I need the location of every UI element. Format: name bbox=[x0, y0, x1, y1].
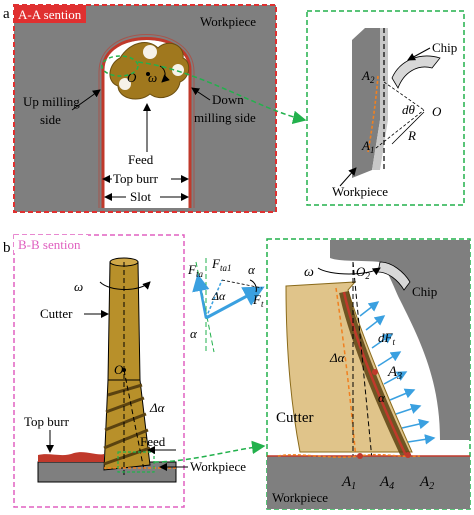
inset-b-workpiece-label: Workpiece bbox=[272, 490, 328, 505]
up-milling-label-2: side bbox=[40, 112, 61, 127]
force-fta1-label: Fta1 bbox=[211, 256, 231, 273]
inset-a-r-label: R bbox=[407, 128, 416, 143]
force-fta-label: Fta bbox=[187, 262, 203, 279]
panel-b-section bbox=[13, 234, 185, 508]
inset-a-workpiece-label: Workpiece bbox=[332, 184, 388, 199]
top-burr-label-b: Top burr bbox=[24, 414, 70, 429]
down-milling-label: Down bbox=[212, 92, 244, 107]
feed-label-a: Feed bbox=[128, 152, 154, 167]
inset-a-chip-label: Chip bbox=[432, 40, 457, 55]
down-milling-label-2: milling side bbox=[194, 110, 256, 125]
inset-a-dtheta-label: dθ bbox=[402, 102, 416, 117]
panel-b-letter: b bbox=[3, 240, 11, 256]
omega-label-b: ω bbox=[74, 279, 83, 294]
inset-a-o-label: O bbox=[432, 104, 442, 119]
panel-a-section bbox=[13, 4, 277, 213]
panel-a-letter: a bbox=[3, 6, 10, 22]
inset-b-dft-label: dFt bbox=[378, 330, 395, 347]
force-alpha-label: α bbox=[248, 262, 256, 277]
center-o-label: O bbox=[127, 70, 137, 85]
section-b-title: B-B sention bbox=[18, 237, 81, 252]
delta-alpha-label-b: Δα bbox=[149, 400, 166, 415]
omega-label-a: ω bbox=[148, 70, 157, 85]
inset-b-cutter-label: Cutter bbox=[276, 410, 314, 426]
inset-a bbox=[306, 10, 465, 206]
inset-b-chip-label: Chip bbox=[412, 284, 437, 299]
inset-b-o2-label: O2 bbox=[356, 264, 370, 281]
force-ft-label: Ft bbox=[252, 292, 264, 309]
force-delta-alpha-label: Δα bbox=[211, 289, 226, 303]
workpiece-label-b: Workpiece bbox=[190, 459, 246, 474]
zoom-link-b bbox=[153, 440, 266, 463]
force-diagram bbox=[192, 258, 265, 353]
cutter-label-b: Cutter bbox=[40, 306, 73, 321]
inset-b-a2-label: A2 bbox=[419, 474, 434, 492]
section-b-title-bg bbox=[14, 235, 88, 253]
inset-b-a1-label: A1 bbox=[341, 474, 356, 492]
top-burr-label-a: Top burr bbox=[113, 171, 159, 186]
inset-a-a2-label: A2 bbox=[361, 68, 375, 85]
cutter-flutes bbox=[103, 379, 151, 471]
workpiece-label-a: Workpiece bbox=[200, 14, 256, 29]
force-alpha2-label: α bbox=[190, 326, 198, 341]
inset-b-delta-alpha-label: Δα bbox=[329, 350, 346, 365]
inset-b-omega-label: ω bbox=[304, 265, 314, 280]
inset-b bbox=[266, 238, 471, 510]
o-label-b: O bbox=[114, 362, 124, 377]
section-a-title: A-A sention bbox=[18, 7, 82, 22]
section-a-title-bg bbox=[14, 5, 86, 23]
feed-label-b: Feed bbox=[140, 434, 166, 449]
inset-a-a1-label: A1 bbox=[361, 138, 374, 155]
up-milling-label: Up milling bbox=[23, 94, 80, 109]
inset-b-a4-label: A4 bbox=[379, 474, 394, 492]
inset-b-a3-label: A3 bbox=[387, 364, 402, 382]
inset-b-alpha-label: α bbox=[378, 390, 386, 405]
slot-label: Slot bbox=[130, 189, 151, 204]
